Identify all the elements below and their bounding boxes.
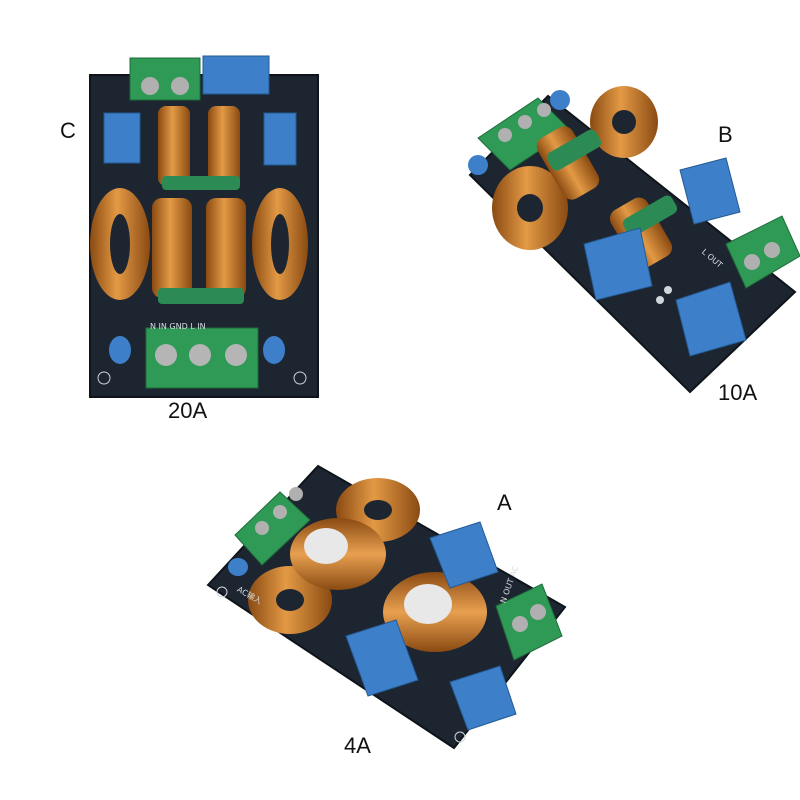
board-letter-a: A	[497, 490, 512, 515]
board-c	[89, 55, 319, 398]
board-rating-4a: 4A	[344, 733, 371, 758]
board-a	[206, 464, 567, 750]
board-rating-10a: 10A	[718, 380, 758, 405]
board-b	[468, 86, 800, 394]
board-letter-b: B	[718, 122, 733, 147]
board-c-silkscreen: N IN GND L IN	[150, 322, 206, 331]
board-letter-c: C	[60, 118, 76, 143]
board-rating-20a: 20A	[168, 398, 208, 423]
